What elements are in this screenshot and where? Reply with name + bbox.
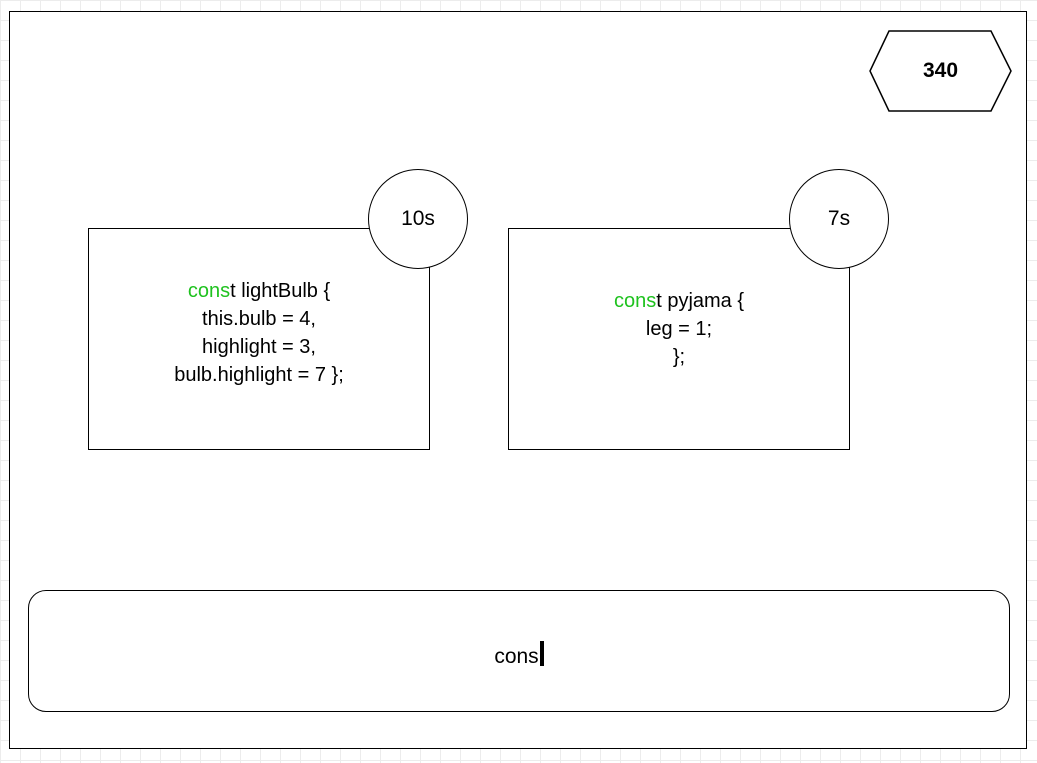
code-first-line-rest: t lightBulb { <box>230 280 331 302</box>
typing-input[interactable]: cons <box>28 590 1010 712</box>
text-cursor-icon <box>539 641 544 666</box>
typed-prefix: cons <box>613 290 657 312</box>
timer-badge: 7s <box>789 169 889 269</box>
word-card-pyjama: const pyjama { leg = 1; }; <box>508 228 850 450</box>
timer-badge: 10s <box>368 169 468 269</box>
score-hexagon-icon <box>869 30 1012 112</box>
typed-prefix: cons <box>187 280 231 302</box>
code-first-line-rest: t pyjama { <box>656 290 745 312</box>
code-remaining-lines: this.bulb = 4, highlight = 3, bulb.highl… <box>174 308 344 386</box>
card-code: const pyjama { leg = 1; }; <box>614 287 744 371</box>
typing-input-text: cons <box>494 641 544 669</box>
code-remaining-lines: leg = 1; }; <box>645 318 713 368</box>
score-value: 340 <box>922 59 959 82</box>
word-card-lightbulb: const lightBulb { this.bulb = 4, highlig… <box>88 228 430 450</box>
typing-input-value: cons <box>494 645 539 668</box>
score-badge: 340 <box>869 30 1012 112</box>
card-code: const lightBulb { this.bulb = 4, highlig… <box>174 277 344 389</box>
